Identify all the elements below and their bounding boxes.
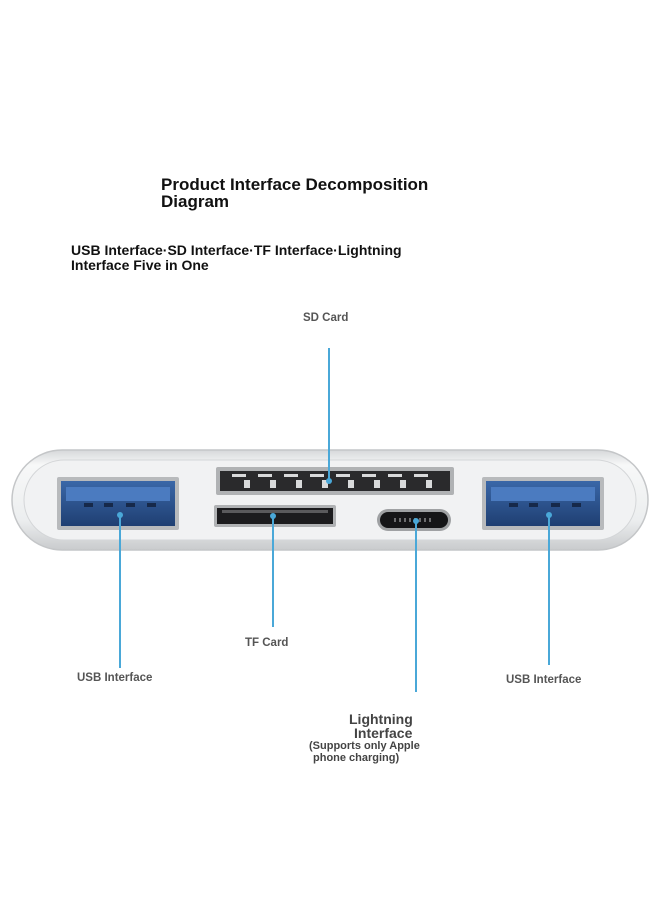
diagram-title: Product Interface Decomposition Diagram [161,175,429,211]
label-lightning-note-line2: phone charging) [313,752,400,764]
leader-dot-lightning [413,518,419,524]
label-usb-left: USB Interface [77,672,153,684]
leader-dot-usb-left [117,512,123,518]
label-lightning: Lightning Interface (Supports only Apple… [308,712,488,764]
label-sd-card: SD Card [303,312,349,324]
label-lightning-line1: Lightning [349,711,413,727]
label-tf-card: TF Card [245,637,289,649]
label-lightning-line2: Interface [354,725,413,741]
usb-port-left [57,477,179,530]
leader-dot-usb-right [546,512,552,518]
usb-port-right [482,477,604,530]
sd-card-slot [216,467,454,495]
label-usb-right: USB Interface [506,674,582,686]
leader-dot-tf [270,513,276,519]
label-lightning-note-line1: (Supports only Apple [309,740,420,752]
diagram-subtitle: USB Interface·SD Interface·TF Interface·… [71,242,402,273]
leader-dot-sd [326,478,332,484]
